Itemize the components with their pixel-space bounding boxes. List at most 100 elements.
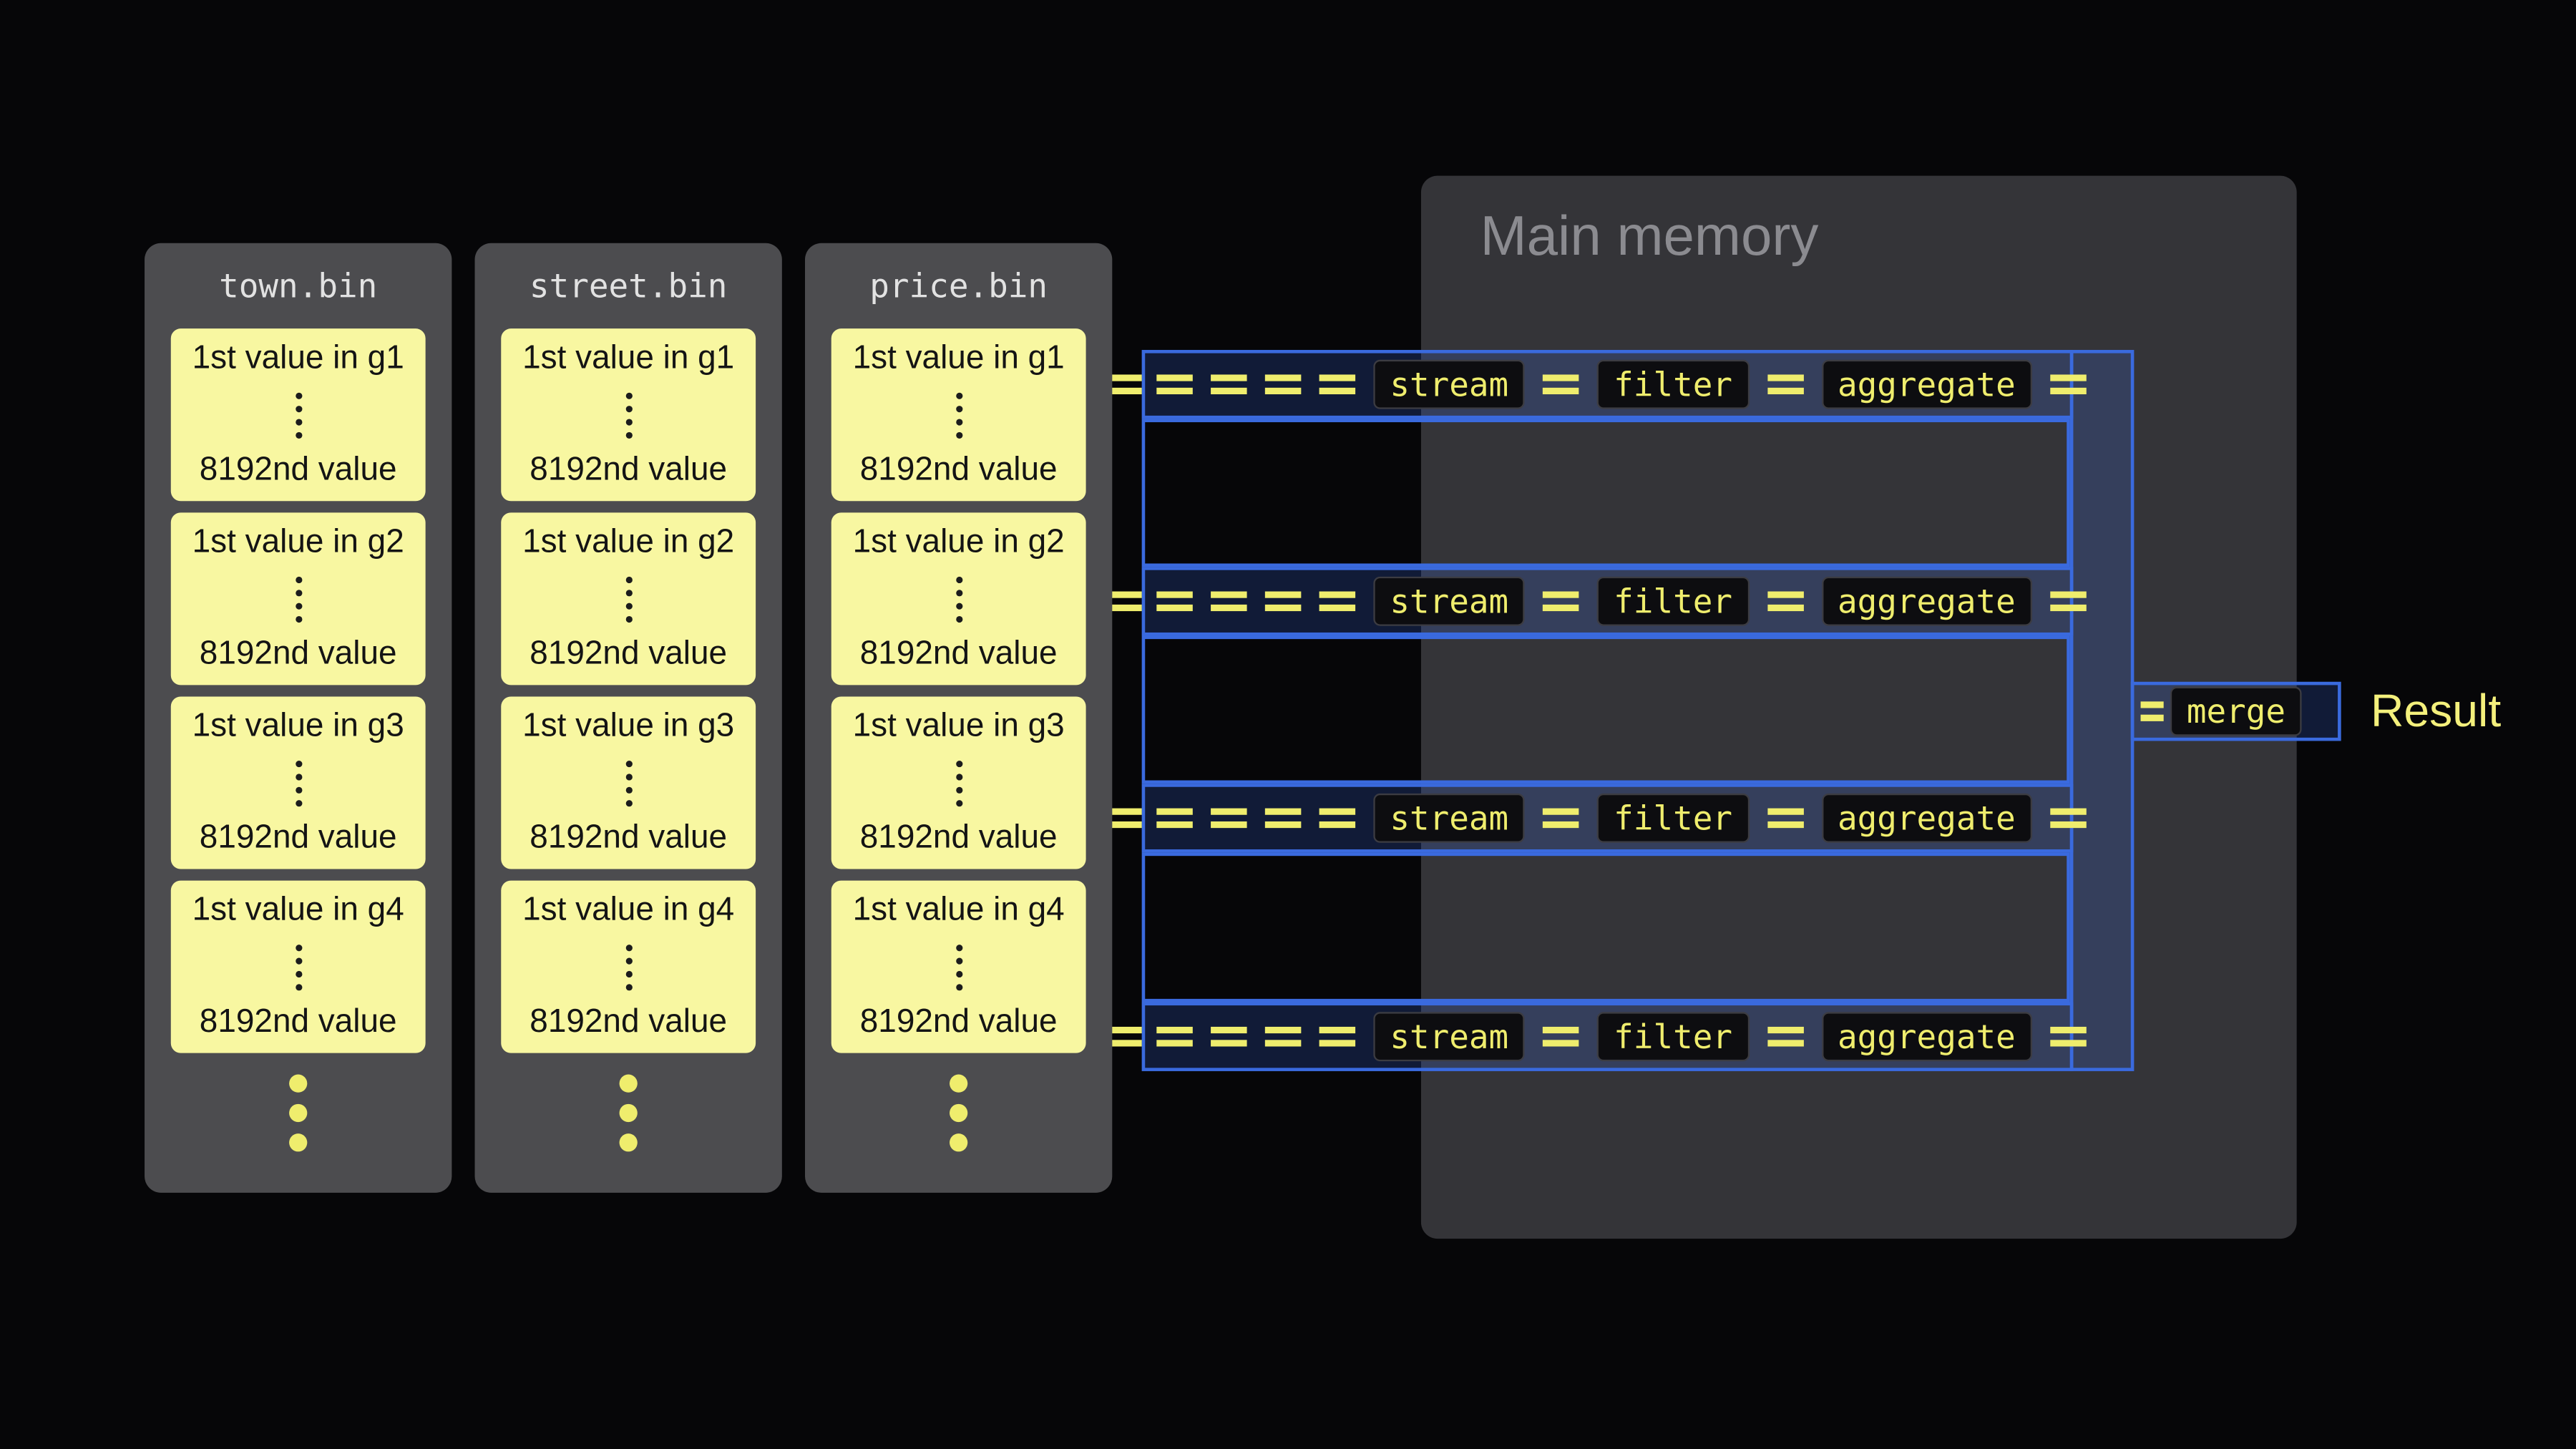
ellipsis-icon [295,575,302,622]
granule-last-value: 8192nd value [530,452,728,488]
granule-first-value: 1st value in g3 [852,708,1065,745]
data-dash-icon [1156,808,1193,829]
data-dash-icon [2049,808,2087,829]
data-dash-icon [1319,374,1356,395]
pipeline-row-3: stream filter aggregate [1106,784,2087,853]
data-dash-icon [1543,808,1579,829]
merge-channel [2069,350,2135,1071]
granule-first-value: 1st value in g2 [852,524,1065,560]
data-dash-icon [1543,374,1579,395]
granule-last-value: 8192nd value [859,452,1058,488]
filter-operator: filter [1597,1012,1749,1062]
granule-first-value: 1st value in g4 [852,892,1065,929]
data-dash-icon [2140,701,2164,721]
data-dash-icon [1106,591,1142,612]
granule-first-value: 1st value in g2 [192,524,404,560]
ellipsis-icon [295,759,302,806]
stream-operator: stream [1373,576,1526,626]
granule-first-value: 1st value in g1 [522,340,735,376]
ellipsis-icon [295,391,302,438]
granule-block: 1st value in g3 8192nd value [831,696,1086,869]
granule-block: 1st value in g4 8192nd value [831,880,1086,1053]
data-dash-icon [1264,808,1302,829]
more-granules-icon [475,1074,782,1152]
result-label: Result [2370,685,2502,736]
file-name: street.bin [529,265,728,306]
data-dash-icon [2049,591,2087,612]
pipeline-row-4: stream filter aggregate [1106,1002,2087,1071]
granule-first-value: 1st value in g3 [192,708,404,745]
file-panel-price: price.bin 1st value in g1 8192nd value 1… [804,243,1113,1193]
ellipsis-icon [625,391,632,438]
granule-block: 1st value in g3 8192nd value [170,696,426,869]
granule-first-value: 1st value in g2 [522,524,735,560]
data-dash-icon [1543,591,1579,612]
data-dash-icon [1767,1026,1803,1047]
granule-last-value: 8192nd value [859,819,1058,857]
data-dash-icon [1211,374,1247,395]
stream-operator: stream [1373,359,1526,409]
data-dash-icon [1264,591,1302,612]
memory-block-outline [1141,419,2070,567]
data-dash-icon [1767,374,1803,395]
granule-block: 1st value in g2 8192nd value [501,512,756,686]
aggregate-operator: aggregate [1821,793,2032,843]
granule-first-value: 1st value in g4 [522,892,735,929]
ellipsis-icon [625,575,632,622]
data-dash-icon [1211,808,1247,829]
data-dash-icon [1156,591,1193,612]
data-dash-icon [1106,374,1142,395]
granule-block: 1st value in g4 8192nd value [170,880,426,1053]
merge-operator: merge [2170,686,2303,736]
ellipsis-icon [955,943,962,990]
aggregate-operator: aggregate [1821,1012,2032,1062]
filter-operator: filter [1597,359,1749,409]
data-dash-icon [1543,1026,1579,1047]
main-memory-title: Main memory [1480,205,1819,268]
granule-block: 1st value in g2 8192nd value [831,512,1086,686]
data-dash-icon [1319,808,1356,829]
filter-operator: filter [1597,576,1749,626]
file-panel-street: street.bin 1st value in g1 8192nd value … [474,243,782,1193]
data-dash-icon [1106,1026,1142,1047]
memory-block-outline [1141,635,2070,784]
data-dash-icon [1767,591,1803,612]
data-dash-icon [2049,374,2087,395]
stream-operator: stream [1373,1012,1526,1062]
granule-first-value: 1st value in g1 [852,340,1065,376]
pipeline-row-1: stream filter aggregate [1106,350,2087,419]
granule-last-value: 8192nd value [859,1003,1058,1040]
granule-block: 1st value in g1 8192nd value [501,328,756,502]
file-name: price.bin [869,265,1048,306]
data-dash-icon [1319,591,1356,612]
data-dash-icon [1319,1026,1356,1047]
more-granules-icon [805,1074,1112,1152]
granule-block: 1st value in g1 8192nd value [831,328,1086,502]
granule-block: 1st value in g1 8192nd value [170,328,426,502]
granule-last-value: 8192nd value [530,635,728,673]
granule-first-value: 1st value in g4 [192,892,404,929]
granule-last-value: 8192nd value [199,1003,397,1040]
data-dash-icon [1264,1026,1302,1047]
ellipsis-icon [955,575,962,622]
granule-last-value: 8192nd value [199,819,397,857]
data-dash-icon [1211,1026,1247,1047]
ellipsis-icon [625,943,632,990]
ellipsis-icon [955,391,962,438]
merge-pipe: merge [2130,681,2341,741]
data-dash-icon [1106,808,1142,829]
stream-operator: stream [1373,793,1526,843]
data-dash-icon [1767,808,1803,829]
granule-first-value: 1st value in g1 [192,340,404,376]
memory-block-outline [1141,852,2070,1002]
ellipsis-icon [625,759,632,806]
granule-last-value: 8192nd value [530,819,728,857]
ellipsis-icon [955,759,962,806]
aggregate-operator: aggregate [1821,359,2032,409]
granule-block: 1st value in g4 8192nd value [501,880,756,1053]
pipeline-row-2: stream filter aggregate [1106,567,2087,636]
aggregate-operator: aggregate [1821,576,2032,626]
granule-last-value: 8192nd value [199,452,397,488]
file-panel-town: town.bin 1st value in g1 8192nd value 1s… [145,243,452,1193]
ellipsis-icon [295,943,302,990]
